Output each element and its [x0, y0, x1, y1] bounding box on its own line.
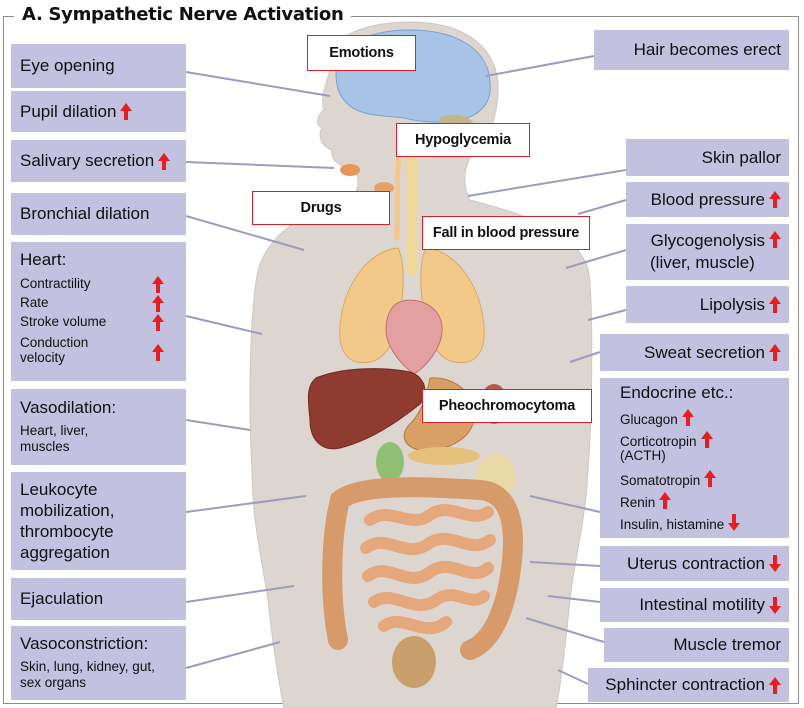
- effect-label: Sphincter contraction: [605, 675, 765, 695]
- effect-vasodilation: Vasodilation: Heart, liver, muscles: [11, 389, 186, 465]
- esophagus: [396, 148, 400, 240]
- leukocyte-line-1: Leukocyte: [20, 480, 98, 500]
- endocrine-glucagon: Glucagon: [620, 412, 678, 427]
- effect-vasoconstriction: Vasoconstriction: Skin, lung, kidney, gu…: [11, 626, 186, 700]
- effect-label: Salivary secretion: [20, 151, 154, 171]
- vasoconstriction-heading: Vasoconstriction:: [20, 634, 148, 654]
- red-down-arrow-icon: [769, 597, 781, 614]
- vasodilation-detail-1: Heart, liver,: [20, 423, 88, 438]
- effect-uterus-contraction: Uterus contraction: [600, 546, 789, 581]
- red-down-arrow-icon: [728, 514, 740, 531]
- effect-label: Eye opening: [20, 56, 115, 76]
- effect-pupil-dilation: Pupil dilation: [11, 91, 186, 132]
- trigger-pheochromocytoma: Pheochromocytoma: [422, 389, 592, 423]
- red-up-arrow-icon: [659, 492, 671, 509]
- bladder: [392, 636, 436, 688]
- effect-blood-pressure: Blood pressure: [626, 182, 789, 217]
- vasodilation-detail-2: muscles: [20, 439, 70, 454]
- effect-eye-opening: Eye opening: [11, 44, 186, 88]
- endocrine-renin: Renin: [620, 495, 655, 510]
- heart-conduction-line1: Conduction: [20, 335, 88, 350]
- red-up-arrow-icon: [152, 276, 164, 293]
- effect-bronchial-dilation: Bronchial dilation: [11, 193, 186, 235]
- red-up-arrow-icon: [158, 153, 170, 170]
- effect-sphincter-contraction: Sphincter contraction: [588, 668, 789, 702]
- vasodilation-heading: Vasodilation:: [20, 398, 116, 418]
- red-up-arrow-icon: [152, 314, 164, 331]
- red-up-arrow-icon: [152, 295, 164, 312]
- red-down-arrow-icon: [769, 555, 781, 572]
- endocrine-heading: Endocrine etc.:: [620, 383, 733, 403]
- effect-label: Bronchial dilation: [20, 204, 149, 224]
- trigger-drugs: Drugs: [252, 191, 390, 225]
- effect-skin-pallor: Skin pallor: [626, 139, 789, 176]
- leukocyte-line-3: thrombocyte: [20, 522, 114, 542]
- effect-label: Sweat secretion: [644, 343, 765, 363]
- salivary-gland: [340, 164, 360, 176]
- red-up-arrow-icon: [701, 431, 713, 448]
- effect-hair-becomes-erect: Hair becomes erect: [594, 30, 789, 70]
- red-up-arrow-icon: [769, 231, 781, 248]
- glycogenolysis-line-1: Glycogenolysis: [651, 231, 765, 250]
- red-up-arrow-icon: [769, 344, 781, 361]
- effect-label: Skin pallor: [702, 148, 781, 168]
- effect-ejaculation: Ejaculation: [11, 578, 186, 620]
- endocrine-insulin-histamine: Insulin, histamine: [620, 517, 724, 532]
- effect-label: Lipolysis: [700, 295, 765, 315]
- red-up-arrow-icon: [704, 470, 716, 487]
- trigger-emotions: Emotions: [307, 35, 416, 71]
- heart-contractility: Contractility: [20, 276, 91, 291]
- leukocyte-line-2: mobilization,: [20, 501, 115, 521]
- heart-conduction-line2: velocity: [20, 350, 65, 365]
- effect-label: Ejaculation: [20, 589, 103, 609]
- red-up-arrow-icon: [120, 103, 132, 120]
- effect-endocrine: Endocrine etc.: Glucagon Corticotropin (…: [600, 378, 789, 538]
- effect-sweat-secretion: Sweat secretion: [600, 334, 789, 371]
- effect-label: Muscle tremor: [673, 635, 781, 655]
- red-up-arrow-icon: [769, 296, 781, 313]
- endocrine-acth: (ACTH): [620, 448, 666, 464]
- effect-muscle-tremor: Muscle tremor: [604, 628, 789, 662]
- effect-label: Intestinal motility: [639, 595, 765, 615]
- effect-glycogenolysis: Glycogenolysis (liver, muscle): [626, 224, 789, 280]
- effect-label: Blood pressure: [651, 190, 765, 210]
- effect-label: Uterus contraction: [627, 554, 765, 574]
- red-up-arrow-icon: [152, 344, 164, 361]
- effect-salivary-secretion: Salivary secretion: [11, 140, 186, 182]
- red-up-arrow-icon: [682, 409, 694, 426]
- endocrine-somatotropin: Somatotropin: [620, 473, 700, 488]
- trigger-fall-in-blood-pressure: Fall in blood pressure: [422, 216, 590, 250]
- effect-label: Pupil dilation: [20, 102, 116, 122]
- heart-rate: Rate: [20, 295, 49, 310]
- effect-lipolysis: Lipolysis: [626, 286, 789, 323]
- heart-stroke-volume: Stroke volume: [20, 314, 106, 329]
- pancreas: [408, 447, 480, 465]
- glycogenolysis-line-2: (liver, muscle): [650, 253, 781, 273]
- heart-heading: Heart:: [20, 250, 66, 270]
- red-up-arrow-icon: [769, 191, 781, 208]
- effect-label: Hair becomes erect: [634, 40, 781, 60]
- effect-heart: Heart: Contractility Rate Stroke volume …: [11, 242, 186, 381]
- effect-leukocyte-mobilization: Leukocyte mobilization, thrombocyte aggr…: [11, 472, 186, 570]
- red-up-arrow-icon: [769, 677, 781, 694]
- effect-intestinal-motility: Intestinal motility: [600, 588, 789, 622]
- trigger-hypoglycemia: Hypoglycemia: [396, 123, 530, 157]
- vasoconstriction-detail-1: Skin, lung, kidney, gut,: [20, 659, 155, 674]
- leukocyte-line-4: aggregation: [20, 543, 110, 563]
- vasoconstriction-detail-2: sex organs: [20, 675, 86, 690]
- gallbladder: [376, 442, 404, 482]
- endocrine-corticotropin: Corticotropin: [620, 434, 697, 449]
